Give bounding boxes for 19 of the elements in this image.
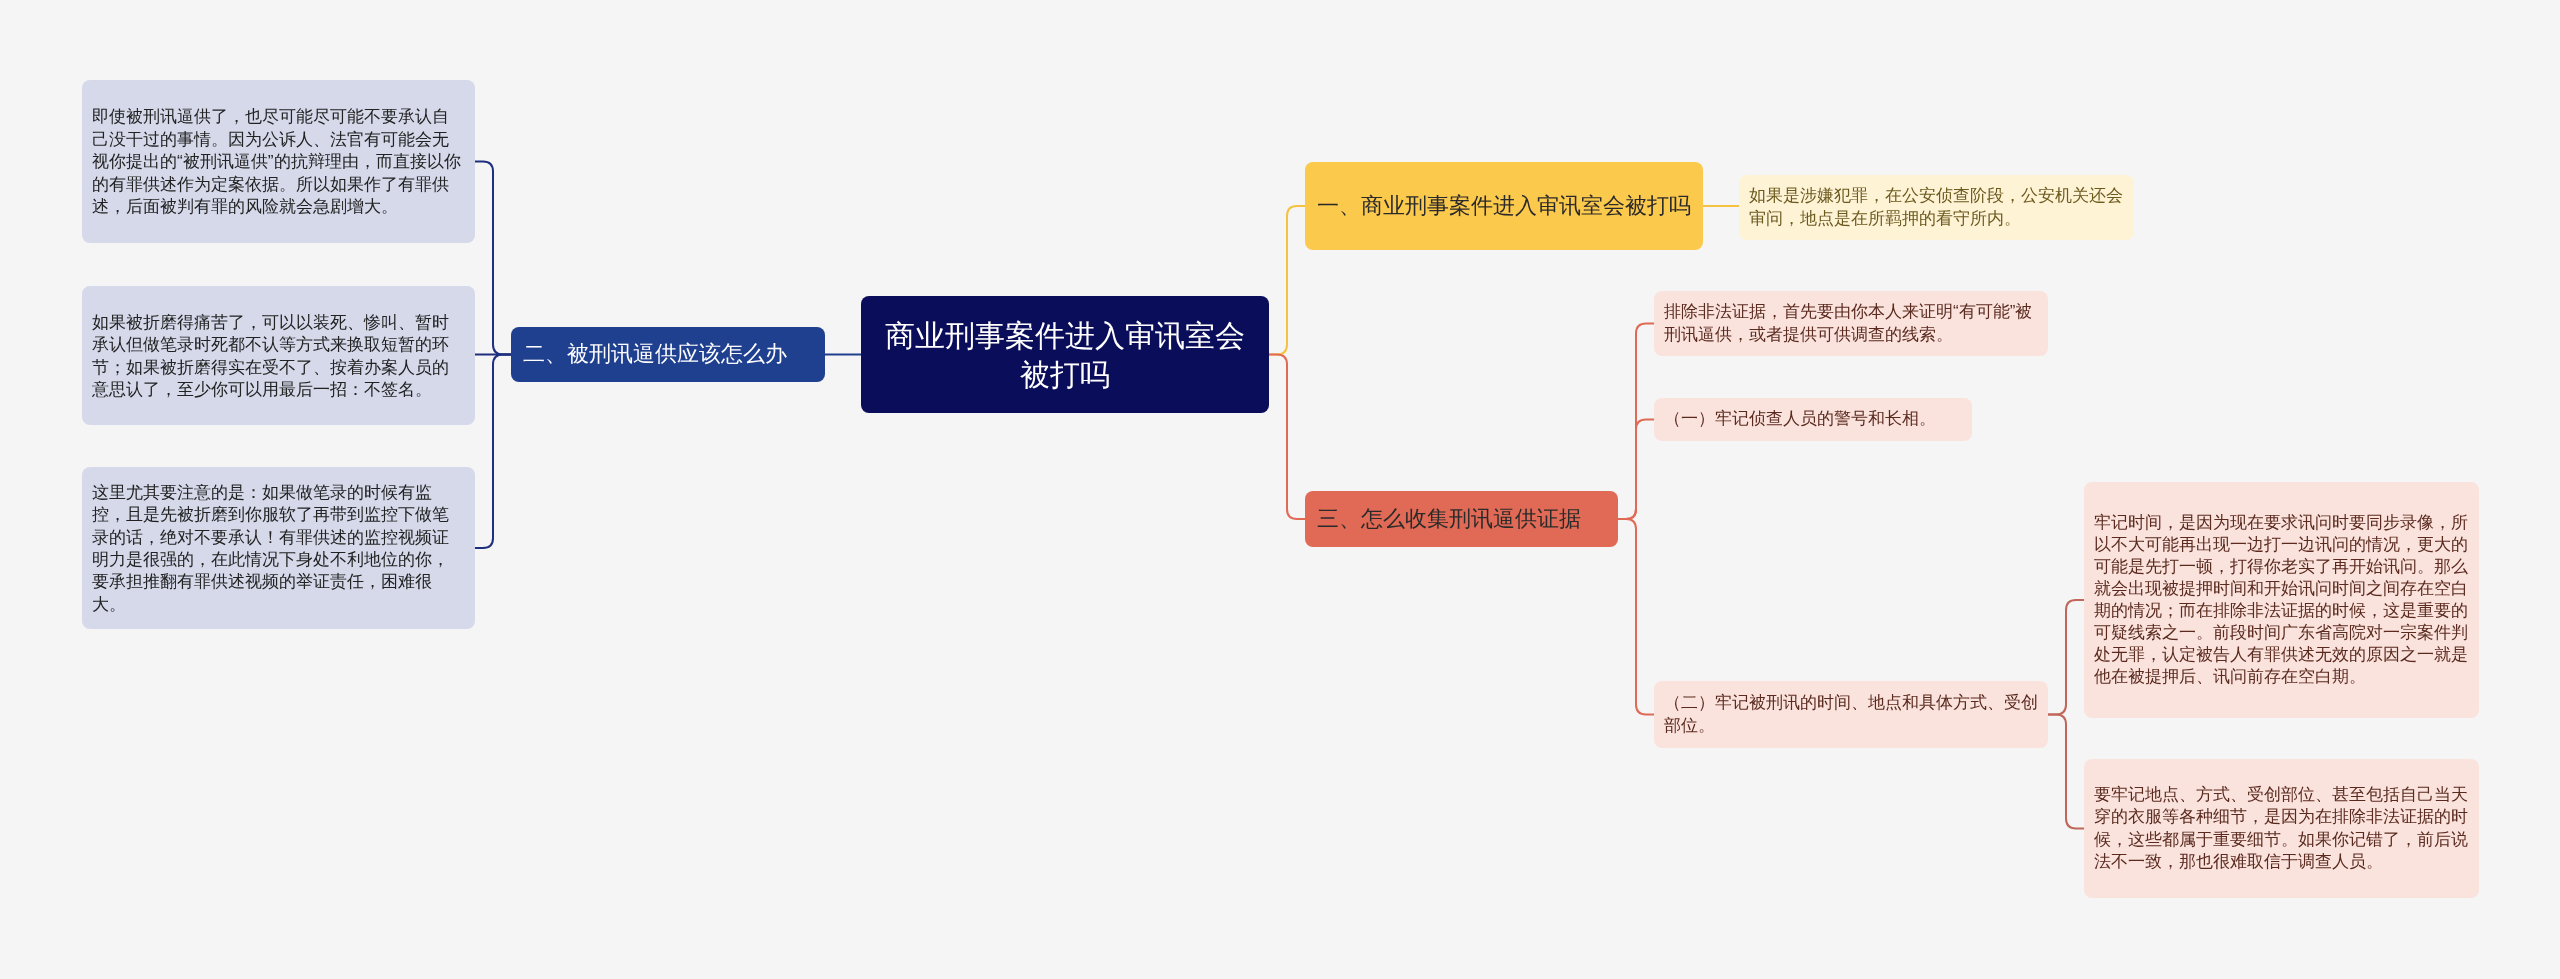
connector-line <box>474 353 512 549</box>
note-box: 牢记时间，是因为现在要求讯问时要同步录像，所以不大可能再出现一边打一边讯问的情况，更大的可能是先打一顿，打得你老实了再开始讯问。那么就会出现被提押时间和开始讯问时间之间存在空白期的情况；而在排除非法证据的时候，这是重要的可疑线索之一。前段时间广东省高院对一宗案件判处无罪，认定被告人有罪供述无效的原因之一就是他在被提押后、讯问前存在空白期。 <box>2084 482 2479 718</box>
note-box: 排除非法证据，首先要由你本人来证明“有可能”被刑讯逼供，或者提供可供调查的线索。 <box>1654 291 2048 356</box>
connector-line <box>1268 353 1306 520</box>
note-box: 即使被刑讯逼供了，也尽可能尽可能不要承认自己没干过的事情。因为公诉人、法官有可能会无视你提出的“被刑讯逼供”的抗辩理由，而直接以你的有罪供述作为定案依据。所以如果作了有罪供述，后面被判有罪的风险就会急剧增大。 <box>82 80 475 243</box>
connector-line <box>2047 713 2085 830</box>
note-box: （二）牢记被刑讯的时间、地点和具体方式、受创部位。 <box>1654 681 2048 748</box>
branch-topic-box: 一、商业刑事案件进入审讯室会被打吗 <box>1305 162 1703 250</box>
note-box: （一）牢记侦查人员的警号和长相。 <box>1654 398 1972 441</box>
note-box: 如果被折磨得痛苦了，可以以装死、惨叫、暂时承认但做笔录时死都不认等方式来换取短暂的环节；如果被折磨得实在受不了、按着办案人员的意思认了，至少你可以用最后一招：不签名。 <box>82 286 475 425</box>
connector-line <box>824 353 862 356</box>
note-box: 要牢记地点、方式、受创部位、甚至包括自己当天穿的衣服等各种细节，是因为在排除非法证据的时候，这些都属于重要细节。如果你记错了，前后说法不一致，那也很难取信于调查人员。 <box>2084 759 2479 898</box>
branch-topic-box: 三、怎么收集刑讯逼供证据 <box>1305 491 1618 547</box>
connector-line <box>1617 518 1655 716</box>
central-topic-box: 商业刑事案件进入审讯室会被打吗 <box>861 296 1269 413</box>
note-box: 这里尤其要注意的是：如果做笔录的时候有监控，且是先被折磨到你服软了再带到监控下做笔录的话，绝对不要承认！有罪供述的监控视频证明力是很强的，在此情况下身处不利地位的你，要承担推翻有罪供述视频的举证责任，困难很大。 <box>82 467 475 629</box>
connector-line <box>1702 205 1740 207</box>
branch-topic-box: 二、被刑讯逼供应该怎么办 <box>511 327 825 382</box>
note-box: 如果是涉嫌犯罪，在公安侦查阶段，公安机关还会审问，地点是在所羁押的看守所内。 <box>1739 175 2134 240</box>
